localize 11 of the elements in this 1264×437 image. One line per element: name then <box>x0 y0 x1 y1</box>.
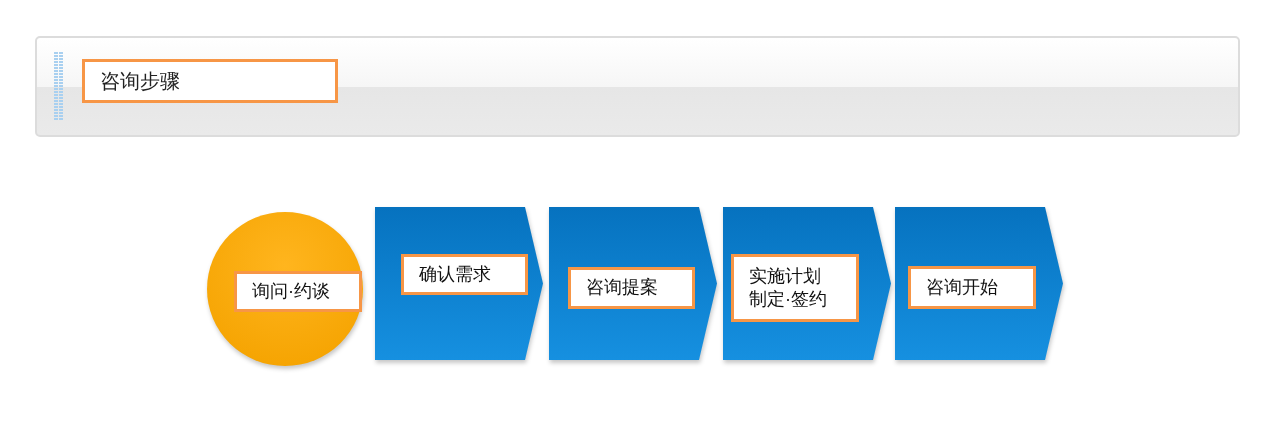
step-label: 咨询开始 <box>908 266 1036 309</box>
section-title: 咨询步骤 <box>82 59 338 103</box>
step-label: 询问·约谈 <box>234 271 362 312</box>
process-step <box>375 207 543 360</box>
step-circle <box>206 211 364 367</box>
step-label: 确认需求 <box>401 254 528 295</box>
process-step <box>549 207 717 360</box>
process-step <box>723 207 891 360</box>
process-step <box>895 207 1063 360</box>
step-label: 咨询提案 <box>568 267 695 309</box>
step-label: 实施计划制定·签约 <box>731 254 859 322</box>
